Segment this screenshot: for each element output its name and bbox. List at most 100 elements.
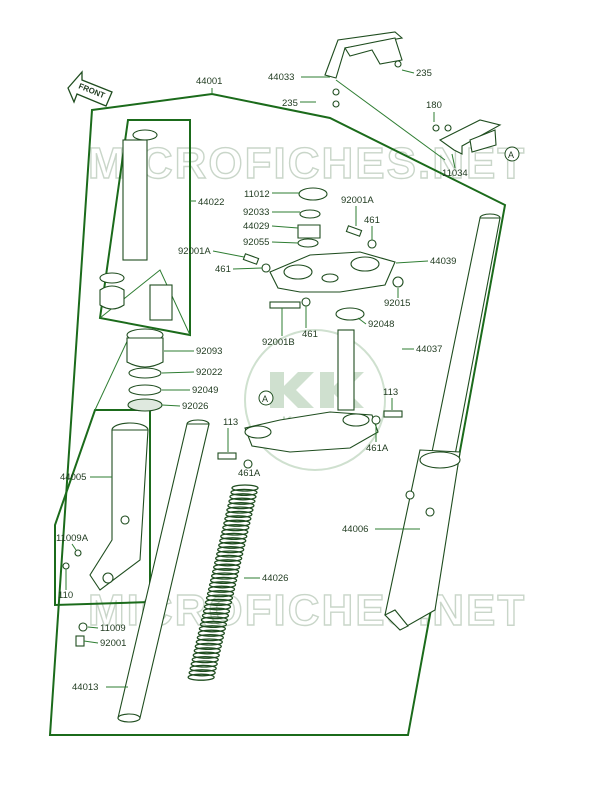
callout-461_2: 461 [215,264,231,275]
spring-coil [208,581,237,589]
spring-coil [209,576,238,585]
spring-coil [211,567,240,576]
svg-text:A: A [508,150,514,160]
callout-92055: 92055 [243,237,269,248]
cap-11012 [298,187,328,201]
spring-coil [230,488,258,497]
leader-11009 [87,626,99,629]
spring-coil [194,642,222,651]
leader-461_2 [232,267,263,270]
seal-92048 [335,307,365,321]
callout-44022: 44022 [198,197,224,208]
callout-44029: 44029 [243,221,269,232]
damper-collar [149,284,173,321]
callout-92001A_1: 92001A [341,195,374,206]
spring-coil [223,519,251,527]
bolt-92001A-top [345,225,363,237]
spring-coil [221,528,249,536]
spring-coil [226,506,254,514]
bolt-92001A-left [242,253,260,265]
spring-coil [218,541,246,549]
spring-coil [195,638,223,646]
leader-92048 [357,317,367,325]
spring-coil [199,620,228,629]
callout-leaders [65,69,456,688]
callout-461_1: 461 [364,215,380,226]
callout-113_1: 113 [223,417,238,428]
spring-coil [192,651,220,659]
bolt-113-right [383,410,403,418]
spring-coil [200,616,229,624]
callout-44006: 44006 [342,524,368,535]
callout-44005: 44005 [60,472,86,483]
bushing-44029 [297,224,321,239]
allen-bolt-92001 [75,635,85,647]
spring-coil [219,537,247,545]
spring-coil [204,598,233,607]
spring-coil [203,603,232,611]
spring-coil [212,563,241,571]
callout-44013: 44013 [72,682,98,693]
leader-92001 [83,640,99,644]
spring-coil [196,633,224,642]
spring-coil [228,497,256,505]
washer-461-left [261,263,271,273]
outer-tube-left [89,422,149,591]
spring-coil [220,532,248,541]
callout-92026: 92026 [182,401,208,412]
leader-grab-bar-bracket [335,79,446,161]
leader-92055 [271,241,299,244]
spring-coil [229,493,257,501]
leader-44039 [395,260,429,264]
callout-11034: 11034 [442,168,468,179]
bolt-113-left [217,452,237,460]
callout-92015: 92015 [384,298,410,309]
spring-coil [201,611,230,620]
callout-461A_2: 461A [366,443,389,454]
oring-92055 [297,238,319,248]
spring-coil [207,585,236,593]
spring-coil [205,594,234,602]
spring-coil [206,589,235,598]
spring-coil [216,550,244,558]
washer-461A-right [371,415,381,425]
gasket-11009 [78,622,88,632]
leader-92026 [161,404,181,407]
washer-92049 [128,384,162,396]
spring-coil [190,660,218,668]
nut-92015 [392,276,404,288]
svg-text:A: A [262,394,268,404]
oil-seal [127,398,163,412]
callout-92048: 92048 [368,319,394,330]
washer-461-lower [301,297,311,307]
inset-pointer-lower [94,334,131,411]
fork-spring [187,484,259,681]
leader-44029 [271,225,299,229]
callout-92049: 92049 [192,385,218,396]
callout-92022: 92022 [196,367,222,378]
ref-marker-a-clamp: A [258,390,274,406]
fork-tube-upper [99,129,158,310]
callout-44001: 44001 [196,76,222,87]
reflector-bracket [432,119,502,155]
upper-triple-clamp [269,251,396,293]
washer-461-top [367,239,377,249]
fork-dust-cap [126,328,164,368]
ref-marker-a-top: A [504,146,520,162]
grab-bar [324,31,404,108]
spring-coil [197,629,225,637]
spring-coil [231,484,259,492]
callout-113_2: 113 [383,387,398,398]
spring-coil [227,501,255,510]
inner-fork-tube [117,419,210,723]
spring-coil [202,607,231,615]
spring-coil [193,647,221,655]
spring-coil [215,554,243,563]
leader-235a [401,69,415,74]
callout-92001B: 92001B [262,337,295,348]
callout-92093: 92093 [196,346,222,357]
spring-coil [187,673,215,681]
callout-11009A: 11009A [56,533,89,544]
callout-110: 110 [58,590,73,601]
